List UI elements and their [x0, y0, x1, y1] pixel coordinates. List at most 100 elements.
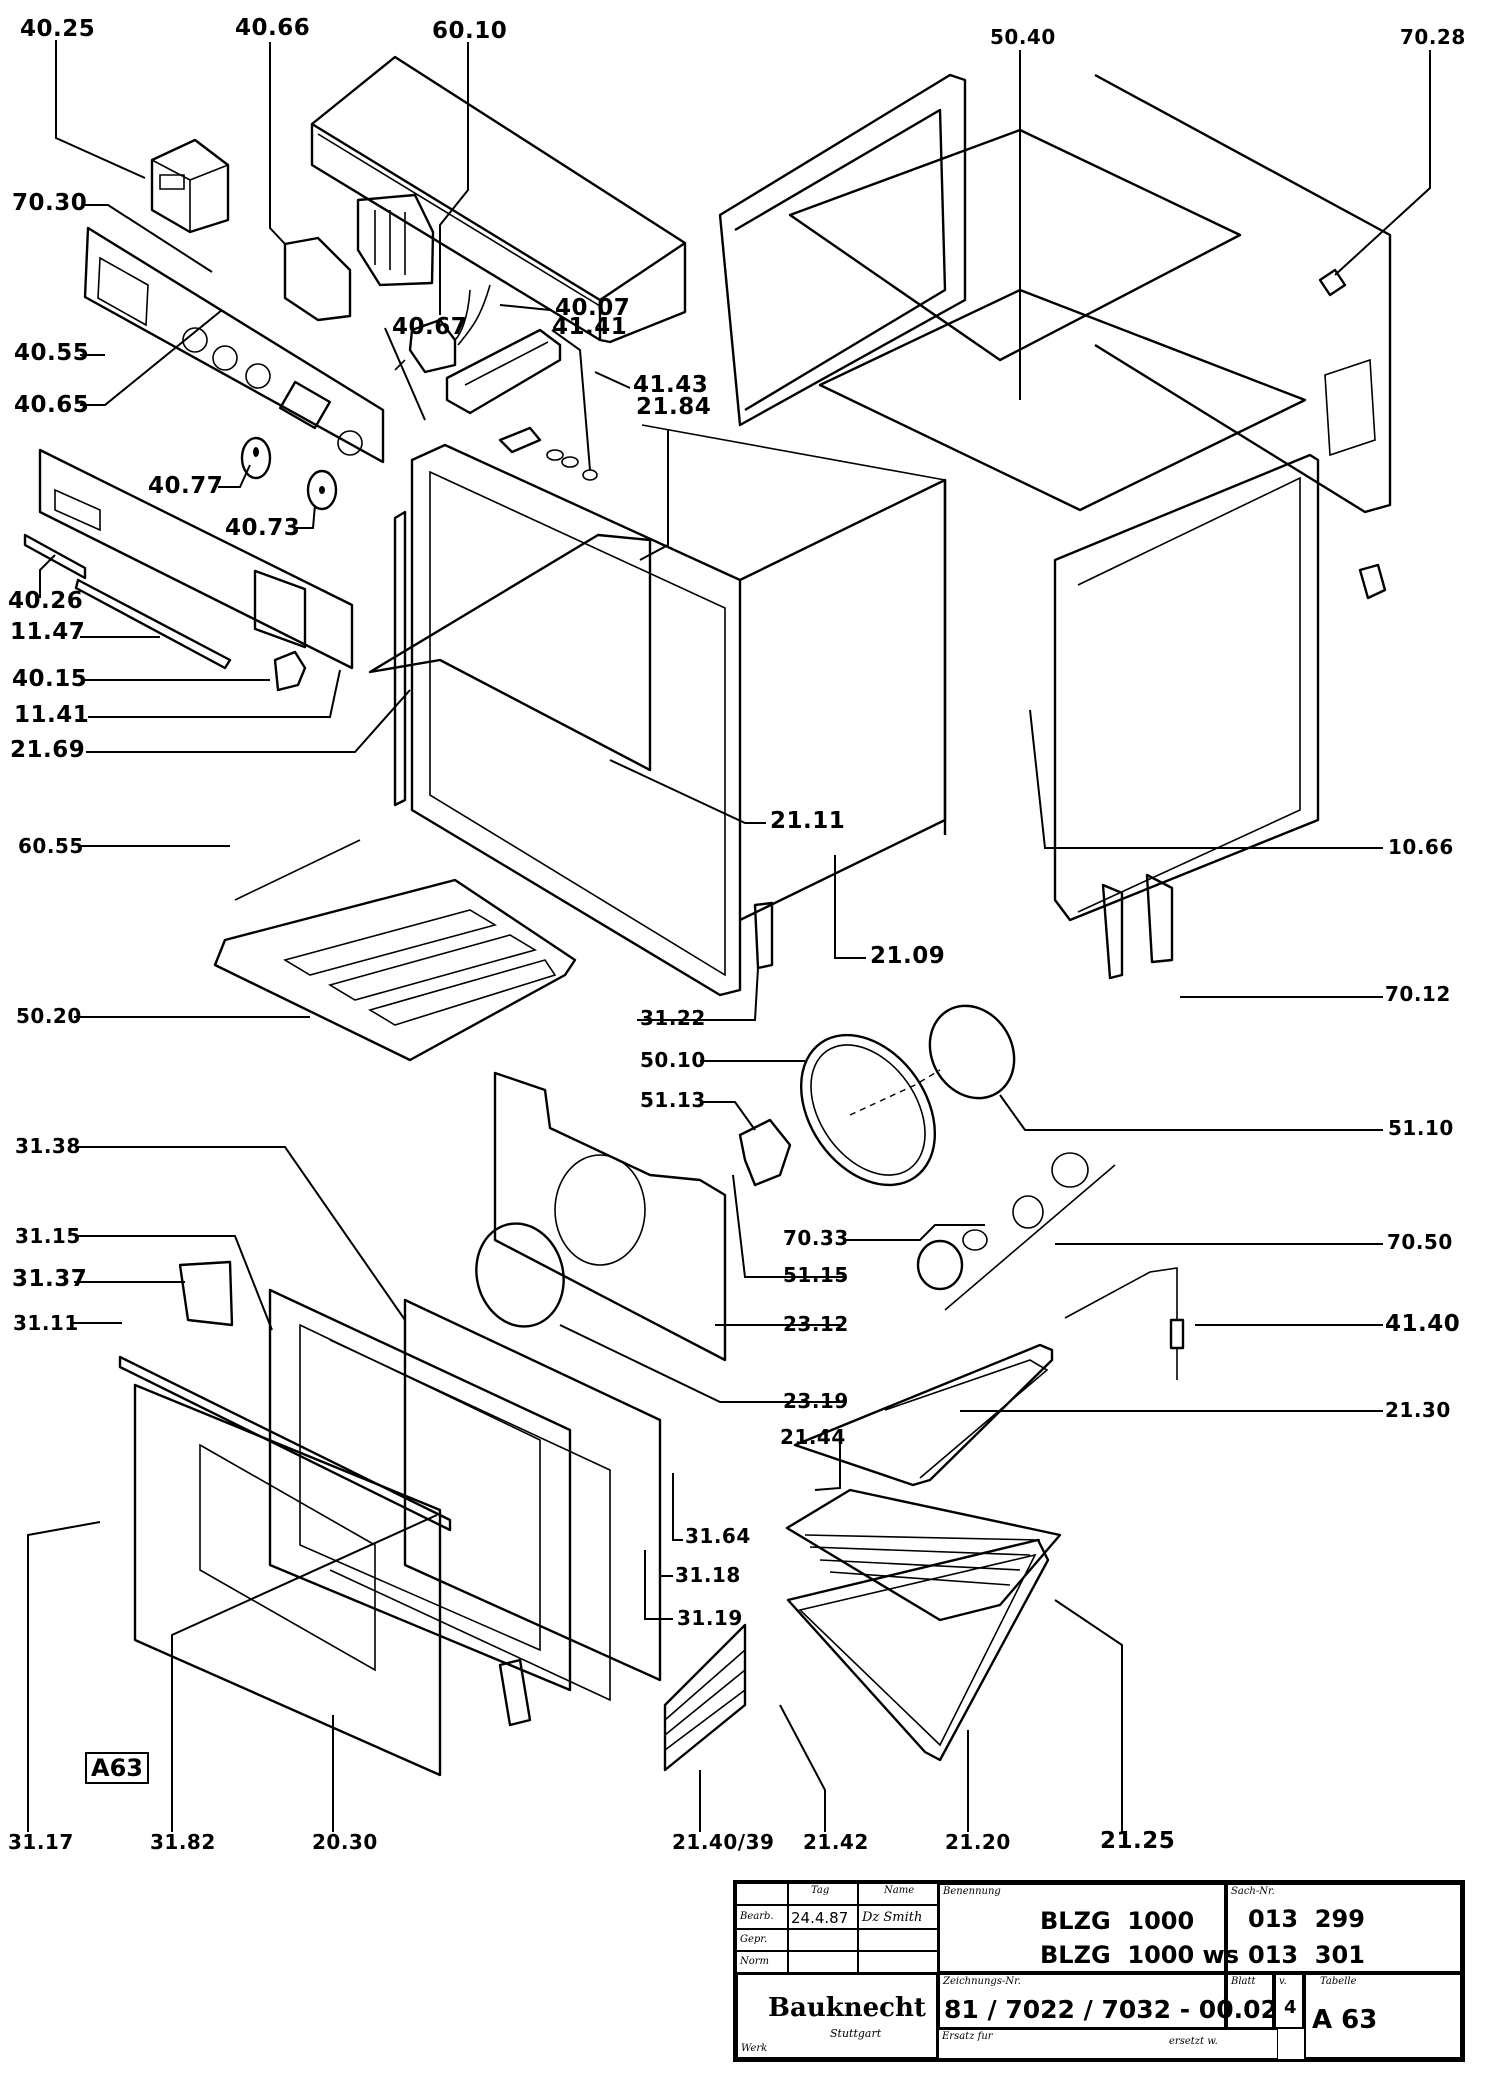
callout-10-66: 10.66	[1388, 835, 1454, 859]
tb-row-date	[788, 1951, 858, 1973]
callout-70-30: 70.30	[12, 190, 88, 216]
callout-23-19: 23.19	[783, 1389, 849, 1413]
callout-31-18: 31.18	[675, 1563, 741, 1587]
callout-50-10: 50.10	[640, 1048, 706, 1072]
callout-40-25: 40.25	[20, 16, 96, 42]
callout-40-73: 40.73	[225, 515, 301, 541]
callout-21-09: 21.09	[870, 943, 946, 969]
tb-sheet-count: v. 4	[1274, 1973, 1304, 2029]
callout-31-19: 31.19	[677, 1606, 743, 1630]
fan-assembly	[740, 990, 1031, 1210]
callout-31-38: 31.38	[15, 1134, 81, 1158]
callout-60-55: 60.55	[18, 834, 84, 858]
tb-designation: Benennung BLZG 1000 BLZG 1000 ws	[938, 1883, 1239, 1973]
callout-41-41: 41.41	[552, 314, 628, 340]
company-logo: Bauknecht	[768, 1993, 926, 2023]
tb-row-name	[858, 1951, 938, 1973]
tb-corner	[736, 1883, 788, 1905]
lamp-socket-part	[1320, 270, 1345, 295]
trim-strip-part	[76, 580, 230, 668]
oven-cavity-part	[370, 425, 945, 920]
fan-cover-part	[465, 1073, 725, 1360]
callout-21-40-39: 21.40/39	[672, 1830, 775, 1854]
callout-31-11: 31.11	[13, 1311, 79, 1335]
callout-31-17: 31.17	[8, 1830, 74, 1854]
terminal-block-part	[447, 330, 560, 413]
tb-row-name: Dz Smith	[858, 1905, 938, 1929]
callout-40-55: 40.55	[14, 340, 90, 366]
lamp-holder-part	[1360, 565, 1385, 598]
baking-tray-inner	[885, 1360, 1047, 1478]
callout-31-15: 31.15	[15, 1224, 81, 1248]
callout-41-40: 41.40	[1385, 1311, 1461, 1337]
tb-row-label: Gepr.	[736, 1929, 788, 1951]
callout-21-11: 21.11	[770, 808, 846, 834]
clock-timer-part	[152, 140, 228, 232]
tb-row-name	[858, 1929, 938, 1951]
shelf-and-pan	[787, 1490, 1060, 1760]
callout-40-66: 40.66	[235, 15, 311, 41]
tb-row-label: Bearb.	[736, 1905, 788, 1929]
sheet-tag: A63	[85, 1752, 149, 1784]
shelf-supports	[1103, 875, 1172, 978]
callout-11-41: 11.41	[14, 702, 90, 728]
callout-70-33: 70.33	[783, 1226, 849, 1250]
callout-23-12: 23.12	[783, 1312, 849, 1336]
tb-sach-nr: Sach-Nr. 013 299 013 301	[1226, 1883, 1462, 1973]
callout-20-30: 20.30	[312, 1830, 378, 1854]
callout-40-65: 40.65	[14, 392, 90, 418]
tb-company: Bauknecht Stuttgart Werk	[736, 1973, 938, 2059]
switch-block-part	[285, 195, 433, 320]
callout-11-47: 11.47	[10, 619, 86, 645]
connector-part	[500, 428, 597, 480]
callout-21-25: 21.25	[1100, 1828, 1176, 1854]
hinge-part	[755, 903, 772, 968]
callout-21-20: 21.20	[945, 1830, 1011, 1854]
callout-70-12: 70.12	[1385, 982, 1451, 1006]
tb-sheet: Blatt	[1226, 1973, 1274, 2029]
callout-21-84: 21.84	[636, 394, 712, 420]
callout-41-43: 41.43	[633, 372, 709, 398]
callout-40-77: 40.77	[148, 473, 224, 499]
callout-40-07: 40.07	[555, 295, 631, 321]
callout-21-44: 21.44	[780, 1425, 846, 1449]
callout-51-10: 51.10	[1388, 1116, 1454, 1140]
baking-tray-part	[795, 1345, 1052, 1485]
callout-40-15: 40.15	[12, 666, 88, 692]
callout-40-26: 40.26	[8, 588, 84, 614]
oven-lamp-part	[918, 1153, 1115, 1310]
switch-knob-part	[275, 652, 305, 690]
callout-51-15: 51.15	[783, 1263, 849, 1287]
callout-31-37: 31.37	[12, 1266, 88, 1292]
tb-header-tag: Tag	[788, 1883, 858, 1905]
tb-ersatz: Ersatz fur ersetzt w.	[938, 2029, 1278, 2059]
knobs	[242, 438, 336, 509]
callout-50-20: 50.20	[16, 1004, 82, 1028]
callout-70-50: 70.50	[1387, 1230, 1453, 1254]
tb-row-date	[788, 1929, 858, 1951]
oven-carcass	[720, 75, 1390, 920]
tb-header-name: Name	[858, 1883, 938, 1905]
tb-row-date: 24.4.87	[788, 1905, 858, 1929]
fascia-panel-part	[25, 450, 352, 668]
sensor-probe-part	[1065, 1268, 1183, 1380]
control-panel-part	[85, 228, 383, 462]
callout-31-22: 31.22	[640, 1006, 706, 1030]
door-assembly	[120, 1262, 610, 1775]
callout-21-69: 21.69	[10, 737, 86, 763]
leader-lines	[28, 40, 1430, 1832]
rear-panel-part	[405, 1300, 660, 1680]
callout-40-67: 40.67	[392, 314, 468, 340]
side-rack-part	[665, 1625, 745, 1770]
callout-51-13: 51.13	[640, 1088, 706, 1112]
front-frame-part	[395, 445, 740, 995]
callout-60-10: 60.10	[432, 18, 508, 44]
callout-50-40: 50.40	[990, 25, 1056, 49]
callout-70-28: 70.28	[1400, 25, 1466, 49]
tb-row-label: Norm	[736, 1951, 788, 1973]
title-block: Tag Name Bearb. 24.4.87 Dz Smith Gepr. N…	[733, 1880, 1465, 2062]
control-housing	[312, 57, 685, 342]
tb-table: Tabelle A 63	[1304, 1973, 1462, 2059]
grill-element-part	[215, 840, 575, 1060]
